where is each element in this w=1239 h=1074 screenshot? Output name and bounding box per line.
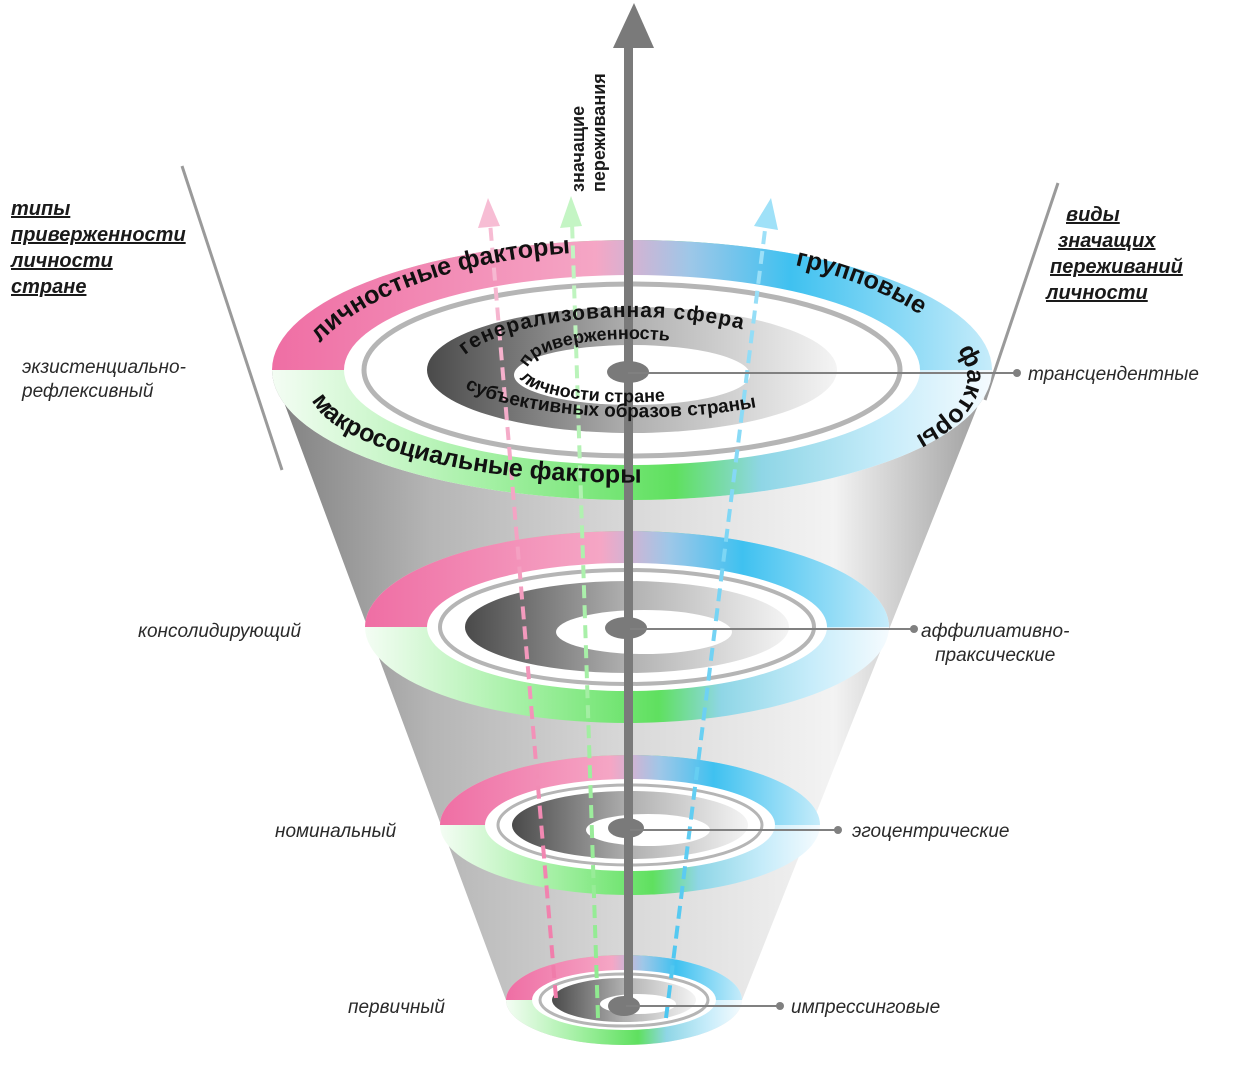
pink-arrowhead xyxy=(478,198,500,228)
type-label-existential: экзистенциально- рефлексивный xyxy=(22,357,186,402)
connector-dot-3 xyxy=(834,826,842,834)
axis-arrowhead xyxy=(613,3,654,48)
experience-label-impressing: импрессинговые xyxy=(791,997,941,1018)
left-header-line-1: типы xyxy=(11,198,71,220)
left-header-line-2: приверженности xyxy=(11,224,186,246)
axis-node-3 xyxy=(608,818,644,838)
right-header: виды значащих переживаний личности xyxy=(1046,202,1183,306)
blue-dashed-arrow xyxy=(664,221,768,1019)
experience-label-egocentric: эгоцентрические xyxy=(852,821,1010,842)
type-label-primary: первичный xyxy=(348,997,445,1018)
right-header-line-3: переживаний xyxy=(1050,256,1183,278)
type-label-consolidating: консолидирующий xyxy=(138,621,302,642)
blue-arrowhead xyxy=(754,198,778,230)
left-header-line-3: личности xyxy=(11,250,113,272)
axis-node-2 xyxy=(605,617,647,639)
pink-dashed-arrow xyxy=(488,221,558,999)
right-header-line-2: значащих xyxy=(1058,230,1156,252)
left-header: типы приверженности личности стране xyxy=(11,196,186,300)
axis-label-line-1: значащие xyxy=(568,105,588,192)
type-label-nominal: номинальный xyxy=(275,821,397,842)
right-funnel-line xyxy=(983,182,1060,401)
right-header-line-4: личности xyxy=(1046,282,1148,304)
axis-label-line-2: переживания xyxy=(589,73,609,192)
green-arrowhead xyxy=(560,196,582,228)
experience-label-affiliative: аффилиативно- праксические xyxy=(921,621,1070,666)
right-header-line-1: виды xyxy=(1066,204,1120,226)
connector-dot-1 xyxy=(1013,369,1021,377)
connector-dot-4 xyxy=(776,1002,784,1010)
axis-node-4 xyxy=(608,996,640,1016)
left-funnel-line xyxy=(180,165,284,471)
connector-dot-2 xyxy=(910,625,918,633)
experience-label-transcendent: трансцендентные xyxy=(1028,364,1199,385)
green-dashed-arrow xyxy=(570,221,600,1019)
axis-label: значащие переживания xyxy=(568,32,626,202)
central-axis xyxy=(624,46,633,1008)
left-header-line-4: стране xyxy=(11,276,87,298)
